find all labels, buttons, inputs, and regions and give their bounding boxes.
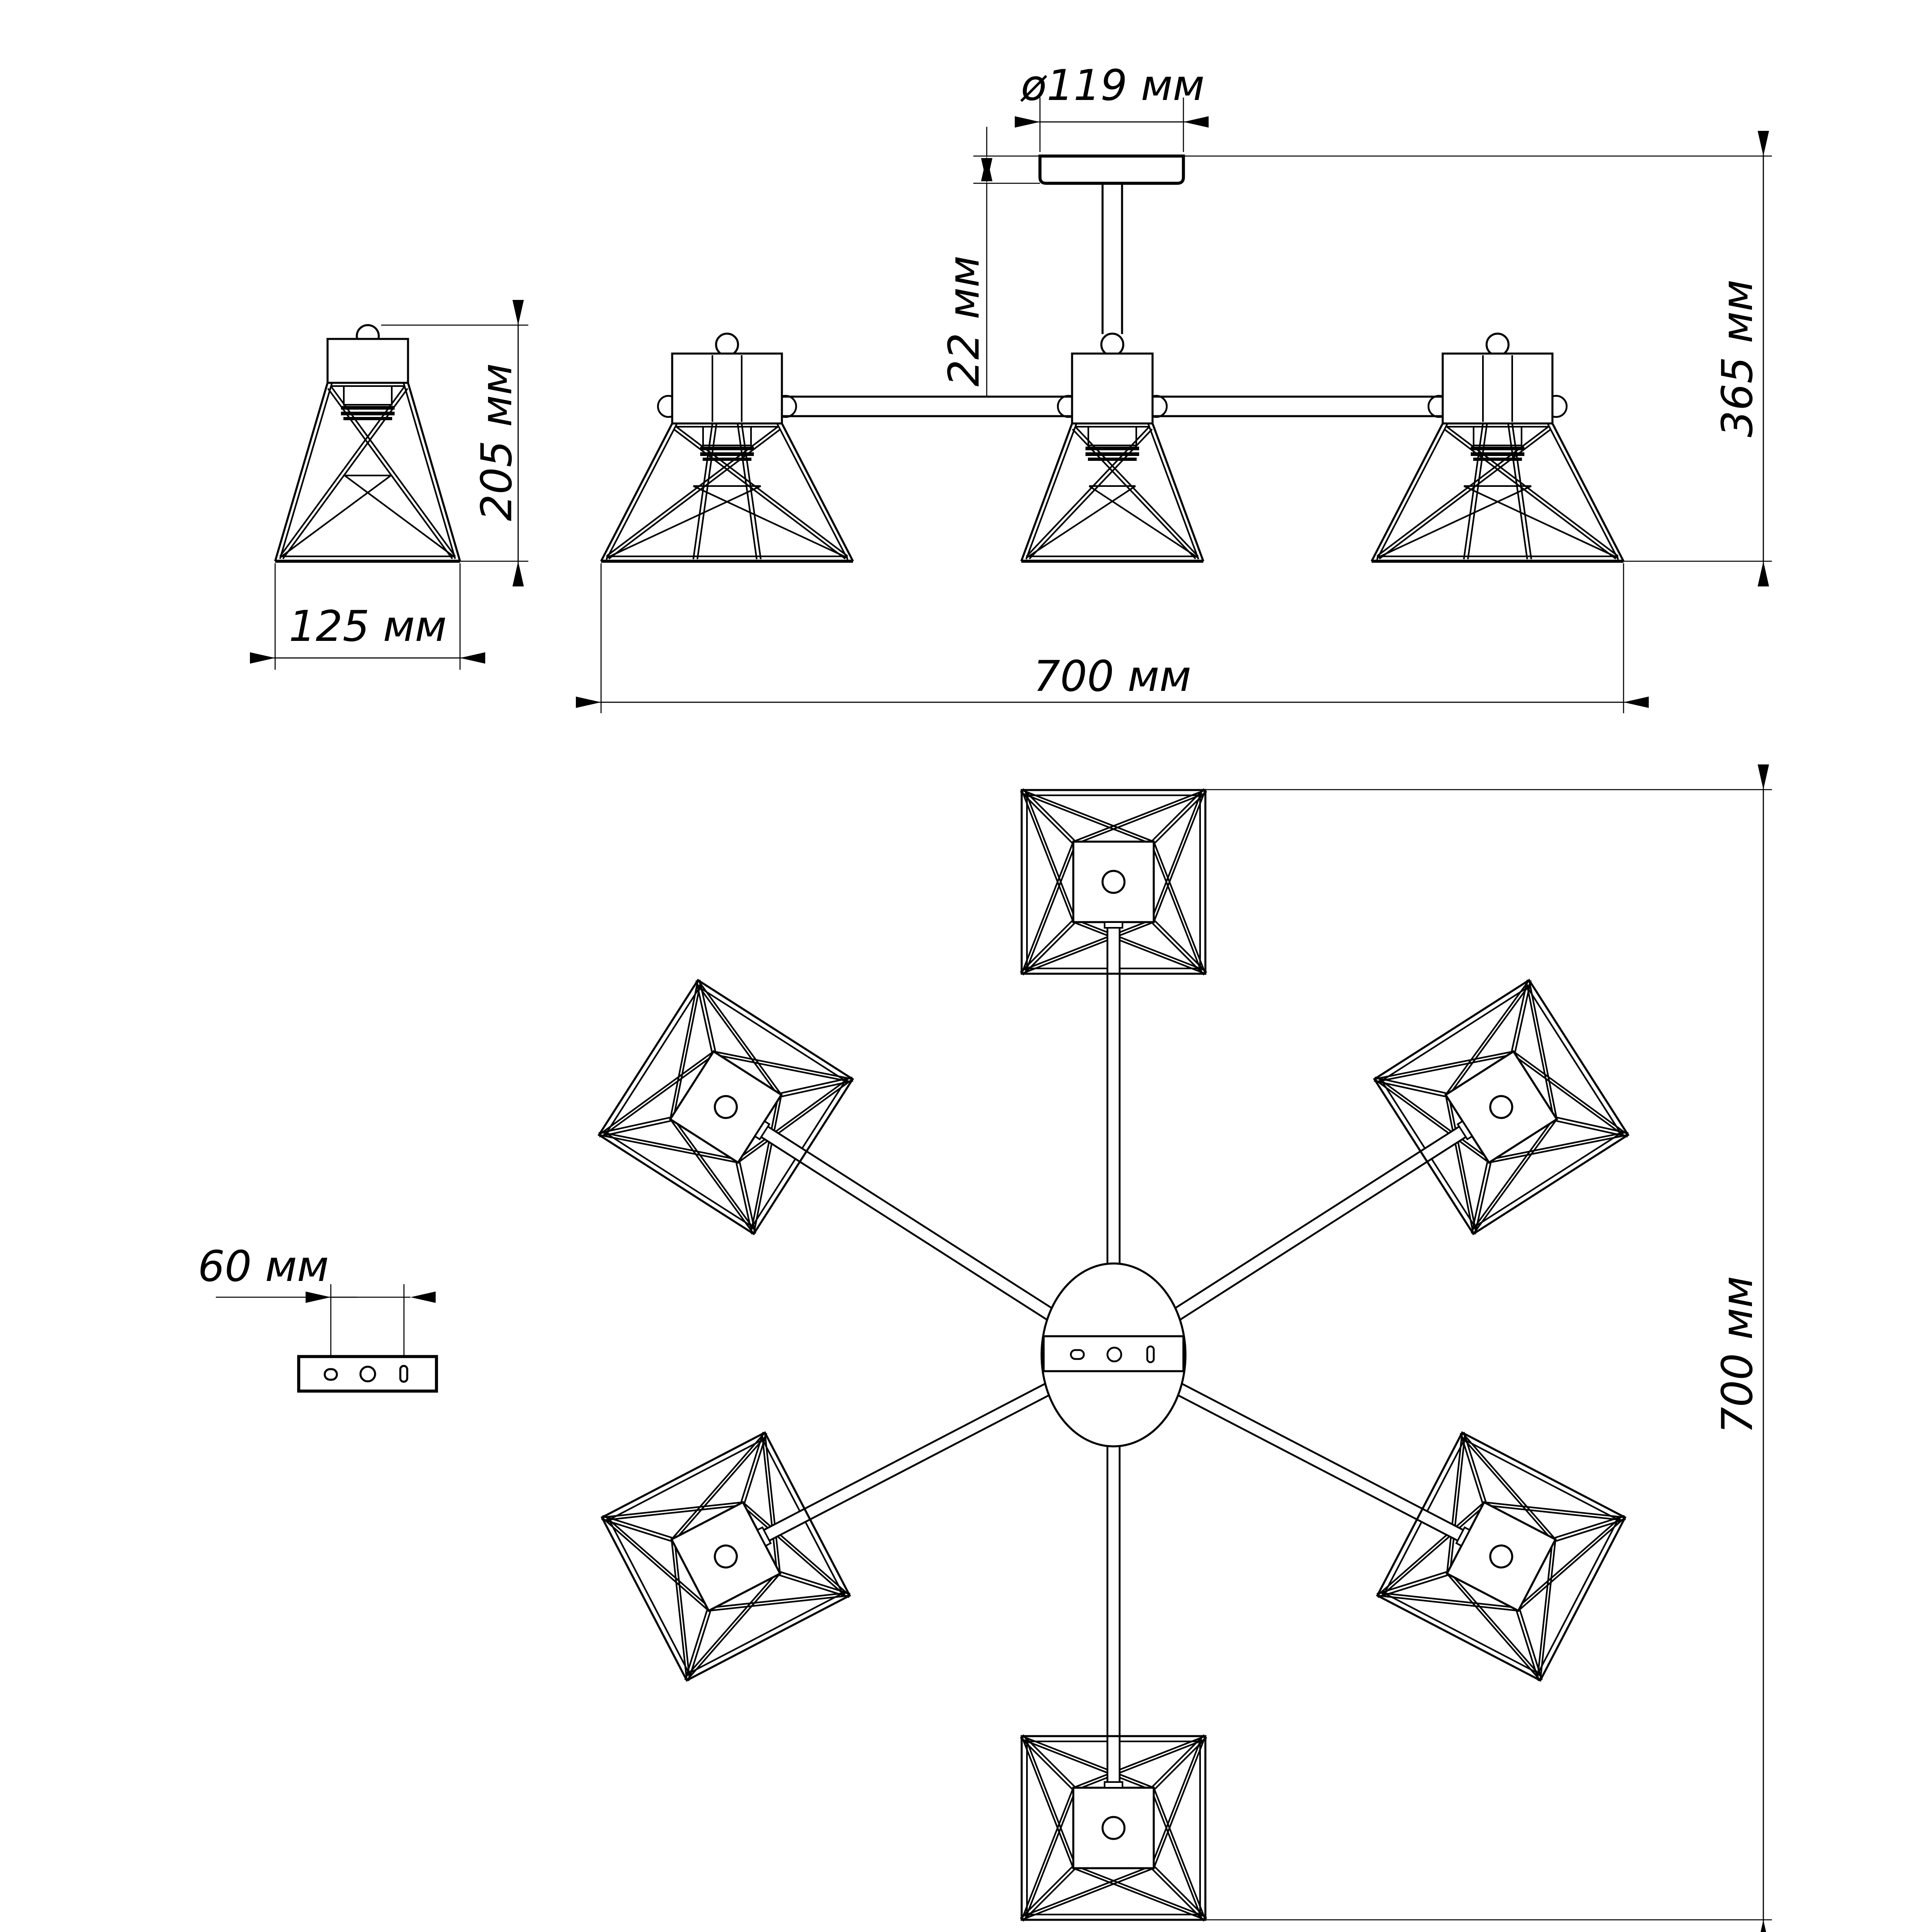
label-shade-height: 205 мм <box>472 363 521 521</box>
dim-canopy-height: 22 мм <box>939 127 992 396</box>
label-shade-width: 125 мм <box>289 601 447 651</box>
dim-shade-height: 205 мм <box>381 300 528 586</box>
plan-view <box>597 789 1630 1921</box>
dim-plan-width: 700 мм <box>1205 764 1772 1932</box>
front-view <box>601 154 1772 563</box>
ceiling-canopy <box>1038 154 1185 185</box>
center-ball <box>1040 1262 1187 1448</box>
single-shade-view <box>274 324 461 563</box>
label-plan-width: 700 мм <box>1713 1276 1762 1434</box>
dim-canopy-diameter: ø119 мм <box>1015 61 1209 152</box>
label-canopy-height: 22 мм <box>939 256 989 386</box>
dim-fixture-height: 365 мм <box>1624 131 1772 586</box>
dim-shade-width: 125 мм <box>250 563 485 670</box>
mounting-plate-view <box>297 1355 438 1393</box>
label-fixture-width: 700 мм <box>1033 651 1191 701</box>
label-fixture-height: 365 мм <box>1713 280 1762 437</box>
dim-plate-hole-spacing: 60 мм <box>198 1242 436 1357</box>
plan-arms <box>722 882 1505 1828</box>
label-plate-hole-spacing: 60 мм <box>198 1242 329 1291</box>
front-middle-shade <box>1020 332 1205 563</box>
label-canopy-diameter: ø119 мм <box>1020 61 1205 110</box>
dim-fixture-width: 700 мм <box>576 563 1649 713</box>
